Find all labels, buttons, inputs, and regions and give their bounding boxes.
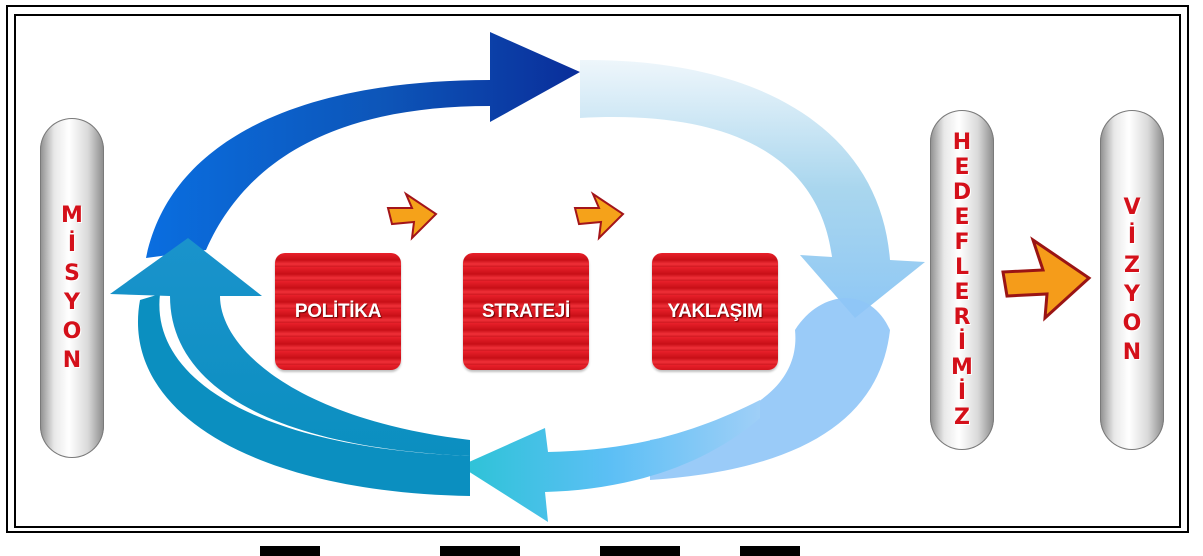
cropped-caption-fragment bbox=[740, 546, 800, 556]
pill-letter: O bbox=[62, 319, 82, 344]
policy-box: POLİTİKA bbox=[275, 253, 401, 370]
pill-letter: L bbox=[954, 255, 970, 280]
approach-box: YAKLAŞIM bbox=[652, 253, 778, 370]
arrow-left-lower bbox=[137, 294, 470, 496]
pill-letter: İ bbox=[67, 232, 77, 257]
pill-letter: M bbox=[951, 355, 973, 380]
small-arrow-icon bbox=[573, 191, 625, 241]
vision-pill: V İ Z Y O N bbox=[1100, 110, 1164, 450]
arrow-left-head bbox=[110, 238, 470, 456]
cropped-caption-fragment bbox=[600, 546, 680, 556]
pill-letter: V bbox=[1123, 195, 1141, 220]
pill-letter: E bbox=[954, 155, 970, 180]
pill-letter: İ bbox=[1127, 224, 1137, 249]
pill-letter: Y bbox=[64, 290, 80, 315]
box-label: STRATEJİ bbox=[481, 300, 571, 322]
small-arrow-icon bbox=[386, 191, 438, 241]
mission-letters: M İ S Y O N bbox=[61, 201, 83, 375]
pill-letter: E bbox=[954, 280, 970, 305]
pill-letter: O bbox=[1122, 311, 1142, 336]
pill-letter: İ bbox=[957, 330, 967, 355]
pill-letter: N bbox=[1122, 340, 1142, 365]
mission-pill: M İ S Y O N bbox=[40, 118, 104, 458]
pill-letter: D bbox=[952, 180, 972, 205]
goals-letters: H E D E F L E R İ M İ Z bbox=[951, 130, 973, 430]
pill-letter: S bbox=[64, 261, 80, 286]
cropped-caption-fragment bbox=[440, 546, 520, 556]
pill-letter: Z bbox=[954, 405, 970, 430]
box-label: POLİTİKA bbox=[294, 300, 382, 322]
arrow-right bbox=[580, 59, 925, 319]
pill-letter: Y bbox=[1124, 282, 1140, 307]
inner-frame bbox=[14, 14, 1181, 528]
goals-pill: H E D E F L E R İ M İ Z bbox=[930, 110, 994, 450]
pill-letter: H bbox=[952, 130, 972, 155]
pill-letter: İ bbox=[957, 380, 967, 405]
big-arrow-icon bbox=[1001, 236, 1092, 322]
arrow-top bbox=[146, 32, 580, 258]
cropped-caption-fragment bbox=[260, 546, 320, 556]
pill-letter: Z bbox=[1124, 253, 1140, 278]
arrow-bottom bbox=[460, 400, 760, 522]
pill-letter: F bbox=[954, 230, 970, 255]
vision-letters: V İ Z Y O N bbox=[1123, 193, 1142, 367]
pill-letter: E bbox=[954, 205, 970, 230]
strategy-box: STRATEJİ bbox=[463, 253, 589, 370]
box-label: YAKLAŞIM bbox=[667, 300, 763, 322]
pill-letter: N bbox=[62, 348, 82, 373]
pill-letter: M bbox=[61, 203, 83, 228]
pill-letter: R bbox=[953, 305, 971, 330]
